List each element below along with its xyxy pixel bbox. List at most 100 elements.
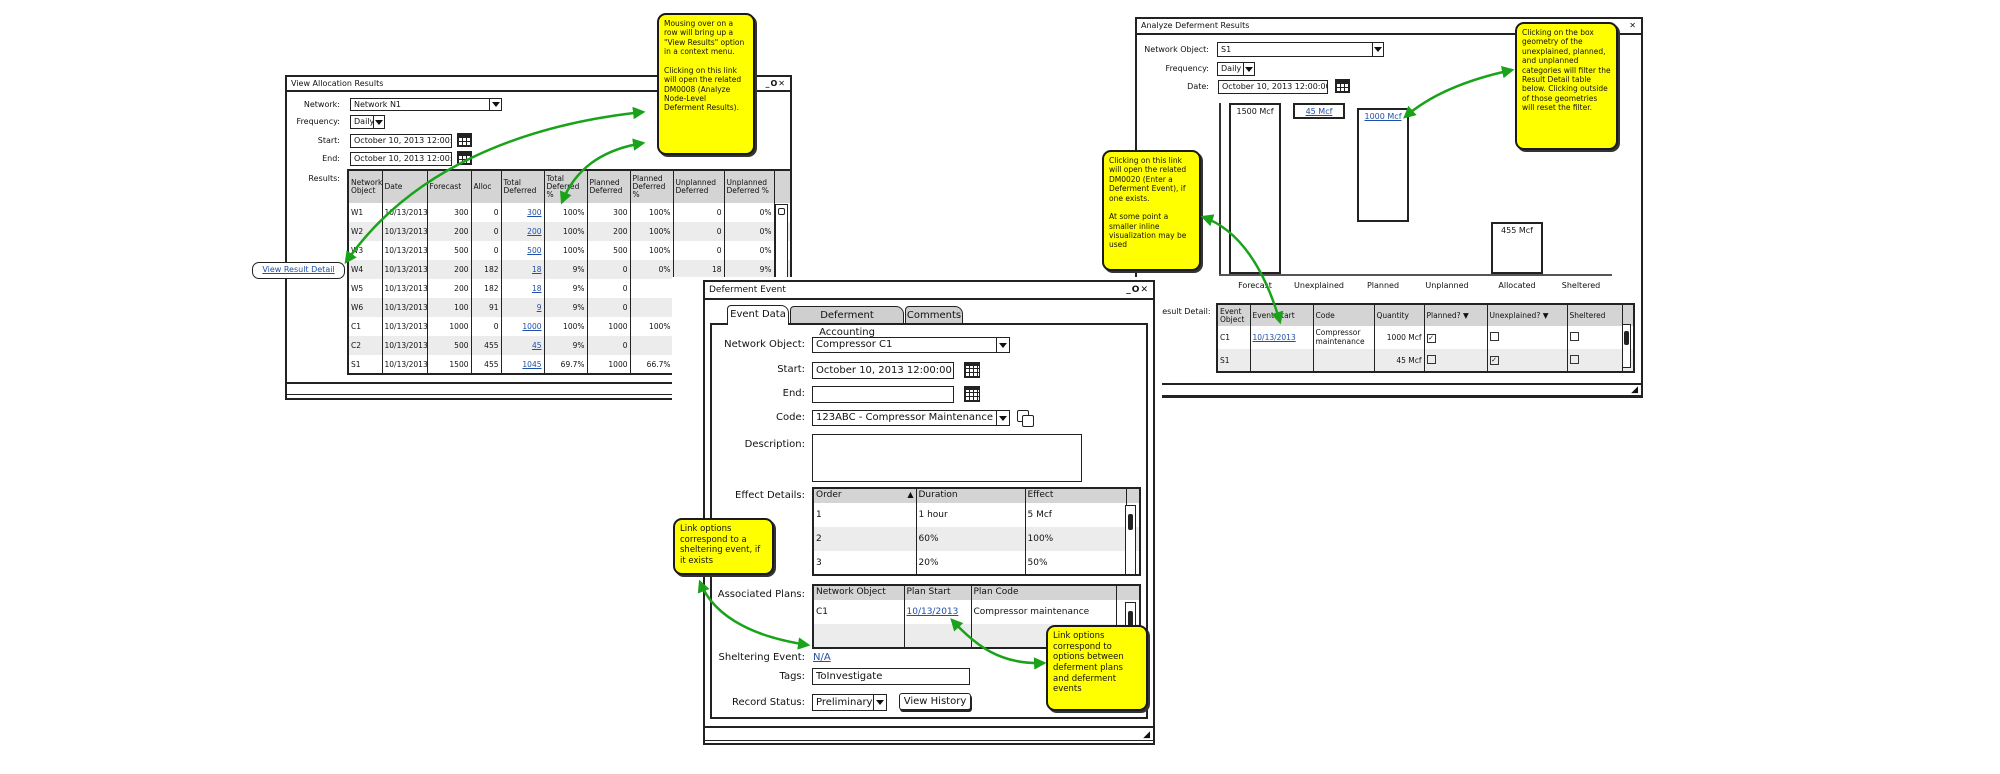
view-history-button[interactable]: View History xyxy=(899,693,971,710)
total-deferred-link[interactable]: 300 xyxy=(527,208,542,217)
column-header[interactable]: Sheltered xyxy=(1566,304,1623,326)
effect-scrollbar[interactable] xyxy=(1125,505,1136,575)
sheltering-event-link[interactable]: N/A xyxy=(813,652,831,663)
minimize-icon[interactable]: _ xyxy=(1126,285,1132,295)
detail-scrollbar[interactable] xyxy=(1622,324,1631,368)
table-cell: 18 xyxy=(500,279,545,298)
event-start-link[interactable]: 10/13/2013 xyxy=(1252,333,1296,342)
column-header[interactable]: Date xyxy=(381,170,428,203)
column-header[interactable]: Order▲ xyxy=(812,488,917,503)
tab-event-data[interactable]: Event Data xyxy=(727,305,789,325)
bar-forecast[interactable]: 1500 Mcf xyxy=(1229,103,1281,274)
sort-ascending-icon[interactable]: ▲ xyxy=(907,490,914,500)
resize-grip-icon[interactable]: ◢ xyxy=(1631,385,1638,395)
total-deferred-link[interactable]: 1000 xyxy=(522,322,542,331)
calendar-icon[interactable] xyxy=(1335,79,1350,93)
bar-unexplained[interactable]: 45 Mcf xyxy=(1293,103,1345,119)
column-header[interactable]: Network Object xyxy=(812,585,905,600)
close-icon[interactable]: ✕ xyxy=(778,79,786,88)
close-icon[interactable]: ✕ xyxy=(1629,21,1637,30)
tags-field[interactable]: ToInvestigate xyxy=(812,668,970,685)
filter-icon[interactable]: ▼ xyxy=(1460,310,1469,320)
checkbox-unchecked[interactable] xyxy=(1569,332,1579,341)
checkbox-checked[interactable]: ✓ xyxy=(1489,356,1499,365)
column-header[interactable]: Duration xyxy=(915,488,1026,503)
maximize-icon[interactable]: O xyxy=(770,79,779,88)
table-cell: 200 xyxy=(426,279,472,298)
column-header[interactable]: Total Deferred xyxy=(500,170,545,203)
frequency-dropdown[interactable]: Daily xyxy=(350,115,385,129)
total-deferred-link[interactable]: 1045 xyxy=(522,359,542,369)
column-header[interactable]: Planned Deferred % xyxy=(629,170,674,203)
frequency-dropdown[interactable]: Daily xyxy=(1217,62,1255,76)
bar-allocated[interactable]: 455 Mcf xyxy=(1491,222,1543,274)
start-date-field[interactable]: October 10, 2013 12:00:00 xyxy=(812,362,954,379)
network-object-dropdown[interactable]: Compressor C1 xyxy=(812,337,1010,353)
column-header[interactable]: Plan Code xyxy=(970,585,1117,600)
copy-icon[interactable] xyxy=(1017,410,1035,427)
column-header[interactable]: Alloc xyxy=(470,170,502,203)
maximize-icon[interactable]: O xyxy=(1131,285,1141,295)
checkbox-unchecked[interactable] xyxy=(1426,354,1436,364)
column-header[interactable]: Planned? ▼ xyxy=(1423,304,1488,326)
tab-deferment-accounting[interactable]: Deferment Accounting xyxy=(790,306,904,338)
checkbox-unchecked[interactable] xyxy=(1489,332,1499,341)
date-field[interactable]: October 10, 2013 12:00:00 xyxy=(1218,80,1328,94)
total-deferred-link[interactable]: 500 xyxy=(527,246,542,255)
total-deferred-link[interactable]: 18 xyxy=(531,265,542,274)
column-header[interactable]: Forecast xyxy=(426,170,472,203)
bar-value-label[interactable]: 45 Mcf xyxy=(1305,107,1333,116)
start-date-field[interactable]: October 10, 2013 12:00:00 xyxy=(350,134,452,148)
record-status-dropdown[interactable]: Preliminary xyxy=(812,694,887,711)
total-deferred-link[interactable]: 45 xyxy=(531,341,542,350)
code-dropdown[interactable]: 123ABC - Compressor Maintenance xyxy=(812,410,1010,426)
total-deferred-link[interactable]: 200 xyxy=(527,227,542,236)
close-icon[interactable]: ✕ xyxy=(1140,285,1149,295)
checkbox-checked[interactable]: ✓ xyxy=(1426,333,1436,343)
network-dropdown[interactable]: Network N1 xyxy=(350,98,502,111)
plan-start-link[interactable]: 10/13/2013 xyxy=(906,607,959,617)
minimize-icon[interactable]: _ xyxy=(765,79,771,88)
column-header[interactable]: Quantity xyxy=(1373,304,1425,326)
cell-value: 0% xyxy=(759,246,772,255)
column-header[interactable]: Total Deferred % xyxy=(543,170,588,203)
end-date-field[interactable] xyxy=(812,386,954,403)
column-header[interactable]: Planned Deferred xyxy=(586,170,631,203)
column-header[interactable]: Event Start xyxy=(1249,304,1314,326)
filter-icon[interactable]: ▼ xyxy=(1540,310,1549,320)
column-header[interactable]: Network Object xyxy=(347,170,383,203)
calendar-icon[interactable] xyxy=(457,151,472,165)
calendar-icon[interactable] xyxy=(964,362,980,378)
column-header[interactable]: Effect xyxy=(1024,488,1127,503)
resize-grip-icon[interactable]: ◢ xyxy=(1143,730,1150,740)
network-object-dropdown[interactable]: S1 xyxy=(1217,42,1384,57)
column-header[interactable]: Unplanned Deferred xyxy=(672,170,725,203)
column-header[interactable]: Event Object xyxy=(1216,304,1251,326)
end-date-field[interactable]: October 10, 2013 12:00:00 xyxy=(350,152,452,166)
description-textarea[interactable] xyxy=(812,434,1082,482)
calendar-icon[interactable] xyxy=(964,386,980,402)
checkbox-unchecked[interactable] xyxy=(1569,354,1579,364)
table-cell: 0 xyxy=(586,260,631,279)
calendar-icon[interactable] xyxy=(457,133,472,147)
bar-value-label[interactable]: 1000 Mcf xyxy=(1364,112,1402,122)
column-header[interactable]: Code xyxy=(1312,304,1375,326)
bar-planned[interactable]: 1000 Mcf xyxy=(1357,108,1409,223)
tab-comments[interactable]: Comments xyxy=(905,306,963,323)
column-header[interactable]: Unplanned Deferred % xyxy=(723,170,775,203)
view-result-detail-link[interactable]: View Result Detail xyxy=(262,265,335,274)
column-header[interactable]: Unexplained? ▼ xyxy=(1486,304,1568,326)
total-deferred-link[interactable]: 18 xyxy=(531,284,542,293)
total-deferred-link[interactable]: 9 xyxy=(536,303,542,312)
column-header[interactable]: Plan Start xyxy=(903,585,972,600)
